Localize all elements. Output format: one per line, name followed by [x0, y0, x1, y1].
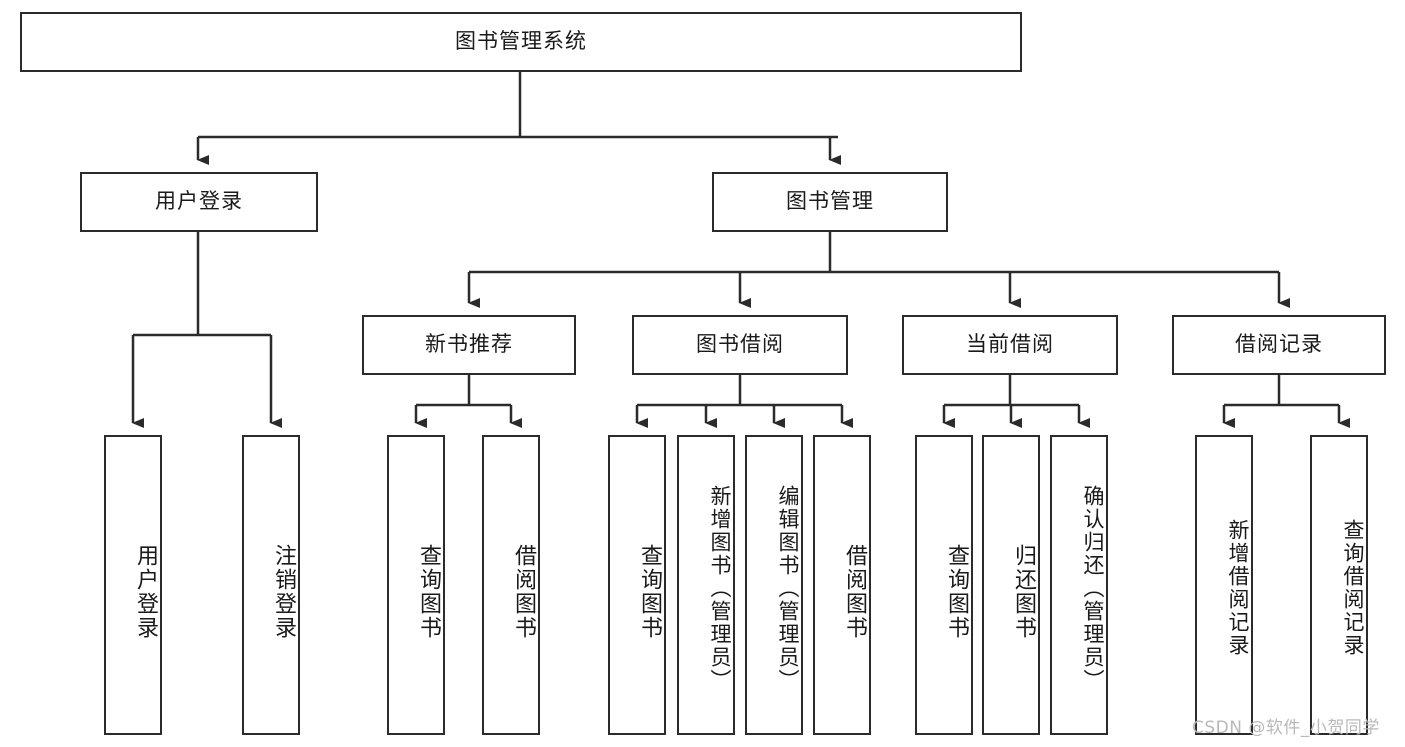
node-label: 当前借阅 [966, 332, 1054, 357]
node-borrow-record[interactable]: 借阅记录 [1172, 315, 1386, 375]
node-leaf-query-book-recommend[interactable]: 查询图书 [387, 435, 445, 735]
node-label: 新书推荐 [425, 332, 513, 357]
node-label: 查询图书 [944, 544, 969, 640]
node-leaf-return-book[interactable]: 归还图书 [982, 435, 1040, 735]
node-label: 图书借阅 [696, 332, 784, 357]
node-book-borrow[interactable]: 图书借阅 [632, 315, 848, 375]
node-label: 查询图书 [416, 544, 441, 640]
node-label: 图书管理系统 [455, 29, 587, 54]
node-leaf-edit-book-admin[interactable]: 编辑图书（管理员） [745, 435, 803, 735]
node-leaf-query-book-current[interactable]: 查询图书 [915, 435, 973, 735]
node-label: 注销登录 [271, 544, 296, 640]
node-label: 借阅图书 [842, 544, 867, 640]
node-label: 用户登录 [155, 189, 243, 214]
node-leaf-user-logout[interactable]: 注销登录 [242, 435, 300, 735]
node-label: 新增图书（管理员） [708, 484, 732, 692]
node-leaf-query-book-borrow[interactable]: 查询图书 [608, 435, 666, 735]
node-label: 图书管理 [786, 189, 874, 214]
node-leaf-add-book-admin[interactable]: 新增图书（管理员） [677, 435, 735, 735]
node-book-management[interactable]: 图书管理 [712, 172, 948, 232]
node-label: 借阅图书 [511, 544, 536, 640]
node-current-borrow[interactable]: 当前借阅 [902, 315, 1118, 375]
node-label: 归还图书 [1011, 544, 1036, 640]
node-new-book-recommend[interactable]: 新书推荐 [362, 315, 576, 375]
csdn-watermark: CSDN @软件_小贺同学 [1192, 718, 1380, 738]
node-leaf-query-borrow-record[interactable]: 查询借阅记录 [1310, 435, 1368, 735]
node-label: 查询借阅记录 [1341, 519, 1365, 657]
node-leaf-add-borrow-record[interactable]: 新增借阅记录 [1195, 435, 1253, 735]
node-label: 查询图书 [637, 544, 662, 640]
node-root-book-management-system[interactable]: 图书管理系统 [20, 12, 1022, 72]
node-leaf-borrow-book[interactable]: 借阅图书 [813, 435, 871, 735]
node-leaf-user-login[interactable]: 用户登录 [104, 435, 162, 735]
node-label: 用户登录 [133, 544, 158, 640]
node-label: 新增借阅记录 [1226, 519, 1250, 657]
node-label: 编辑图书（管理员） [776, 484, 800, 692]
node-leaf-confirm-return-admin[interactable]: 确认归还（管理员） [1050, 435, 1108, 735]
node-label: 确认归还（管理员） [1081, 484, 1105, 692]
node-leaf-borrow-book-recommend[interactable]: 借阅图书 [482, 435, 540, 735]
node-user-login[interactable]: 用户登录 [80, 172, 318, 232]
node-label: 借阅记录 [1235, 332, 1323, 357]
